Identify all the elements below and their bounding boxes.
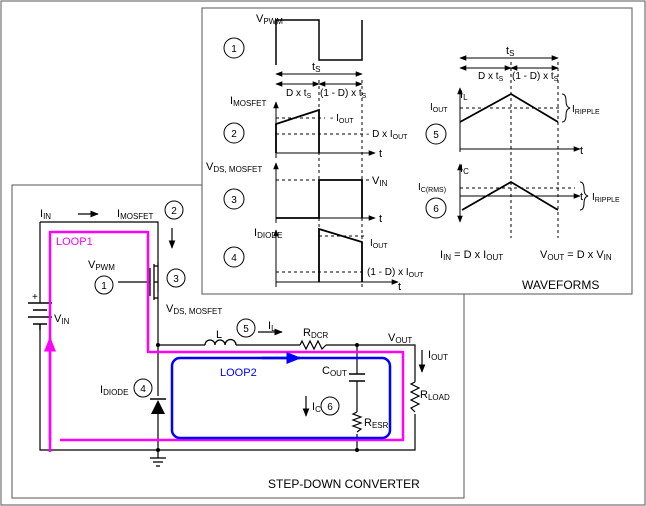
circuit-title: STEP-DOWN CONVERTER (268, 477, 420, 491)
inductor-symbol (204, 338, 237, 346)
node-switch (156, 343, 160, 347)
wave-marker-3: 3 (223, 188, 245, 210)
label-iout: IOUT (428, 349, 448, 362)
wave4-t: t (398, 281, 401, 293)
wave4-label: IDIODE (254, 227, 282, 240)
wave6-icrms-label: IC(RMS) (418, 182, 446, 194)
svg-text:4: 4 (140, 384, 146, 395)
capacitor-cout (349, 373, 365, 382)
wave4-iout-label: IOUT (370, 238, 388, 250)
wave-marker-1: 1 (223, 37, 245, 59)
wave5-t: t (580, 145, 583, 157)
node-ground-cap (355, 448, 359, 452)
svg-text:2: 2 (231, 129, 237, 140)
svg-text:2: 2 (171, 206, 177, 217)
svg-text:3: 3 (173, 274, 179, 285)
wave4-trace (318, 227, 363, 282)
ground-icon (150, 457, 166, 467)
label-rload: RLOAD (420, 389, 450, 402)
svg-text:4: 4 (231, 253, 237, 264)
battery-vin (28, 302, 52, 330)
wave5-omdts-label: (1 - D) x tS (512, 71, 559, 83)
wave5-iout-label: IOUT (430, 102, 448, 114)
wave5-ripple-brace (561, 93, 571, 123)
svg-text:5: 5 (243, 324, 249, 335)
waveforms-title: WAVEFORMS (522, 278, 599, 292)
circuit-marker-3: 3 (166, 268, 186, 288)
guides-right (510, 62, 559, 238)
label-rdcr: RDCR (303, 327, 329, 340)
label-l: L (216, 329, 222, 341)
wave3-label: VDS, MOSFET (206, 161, 262, 174)
label-ic: IC (312, 401, 321, 414)
label-vds: VDS, MOSFET (166, 303, 222, 316)
eq-iin: IIN = D x IOUT (440, 249, 503, 262)
label-cout: COUT (322, 365, 347, 378)
label-iin: IIN (40, 208, 51, 221)
node-ground (156, 448, 160, 452)
loop1-path (48, 230, 405, 452)
current-arrows (78, 210, 426, 417)
label-imosfet: IMOSFET (117, 208, 154, 221)
wave-marker-5: 5 (425, 123, 447, 145)
label-idiode: IDIODE (100, 384, 128, 397)
node-output (355, 343, 359, 347)
wave1-dts-label: D x tS (286, 88, 312, 100)
wave2-trace (275, 108, 320, 153)
svg-text:1: 1 (231, 44, 237, 55)
wave-marker-4: 4 (223, 246, 245, 268)
waveforms-panel: 1 2 3 4 5 6 VPWM tS (201, 7, 633, 295)
wave2-t: t (379, 148, 382, 160)
wave5-trace (459, 92, 559, 123)
wave6-trace (461, 180, 559, 211)
label-loop1: LOOP1 (56, 236, 93, 248)
wave2-label: IMOSFET (230, 95, 267, 108)
wave3-vin-label: VIN (372, 175, 388, 188)
svg-text:3: 3 (231, 195, 237, 206)
wave6-ripple-brace (579, 181, 589, 211)
wave4-omdiout-label: (1 - D) x IOUT (367, 267, 424, 279)
wave5-dts-label: D x tS (478, 71, 504, 83)
wave5-ripple-label: IRIPPLE (572, 104, 600, 116)
wave1-ts-label: tS (312, 61, 320, 74)
wave5-label: IL (460, 89, 468, 102)
battery-plus: + (32, 292, 38, 303)
wave1-label: VPWM (256, 13, 283, 26)
circuit-marker-6: 6 (320, 396, 340, 416)
waveforms-frame (201, 7, 633, 295)
label-loop2: LOOP2 (220, 367, 257, 379)
label-vpwm: VPWM (88, 259, 115, 272)
diode-symbol (150, 398, 166, 414)
wave6-t: t (580, 191, 583, 203)
circuit-marker-5: 5 (236, 318, 256, 338)
svg-text:6: 6 (327, 402, 333, 413)
label-il: IL (268, 320, 276, 333)
circuit-marker-1: 1 (94, 275, 114, 295)
svg-text:6: 6 (433, 204, 439, 215)
label-vin: VIN (54, 313, 70, 326)
wave5-ts-label: tS (506, 45, 514, 58)
wave-marker-2: 2 (223, 122, 245, 144)
wave3-t: t (379, 213, 382, 225)
mosfet-symbol (149, 262, 159, 300)
resistor-load (409, 381, 421, 413)
circuit-marker-4: 4 (133, 378, 153, 398)
resistor-esr (351, 411, 363, 433)
label-resr: RESR (364, 417, 389, 430)
circuit-marker-2: 2 (164, 200, 184, 220)
wave-marker-6: 6 (425, 197, 447, 219)
label-vout: VOUT (388, 332, 412, 345)
svg-text:1: 1 (101, 281, 107, 292)
resistor-dcr (299, 339, 327, 351)
wave1-omdts-label: (1 - D) x tS (320, 88, 367, 100)
wave6-ripple-label: IRIPPLE (592, 192, 620, 204)
svg-text:5: 5 (433, 130, 439, 141)
eq-vout: VOUT = D x VIN (540, 249, 612, 262)
